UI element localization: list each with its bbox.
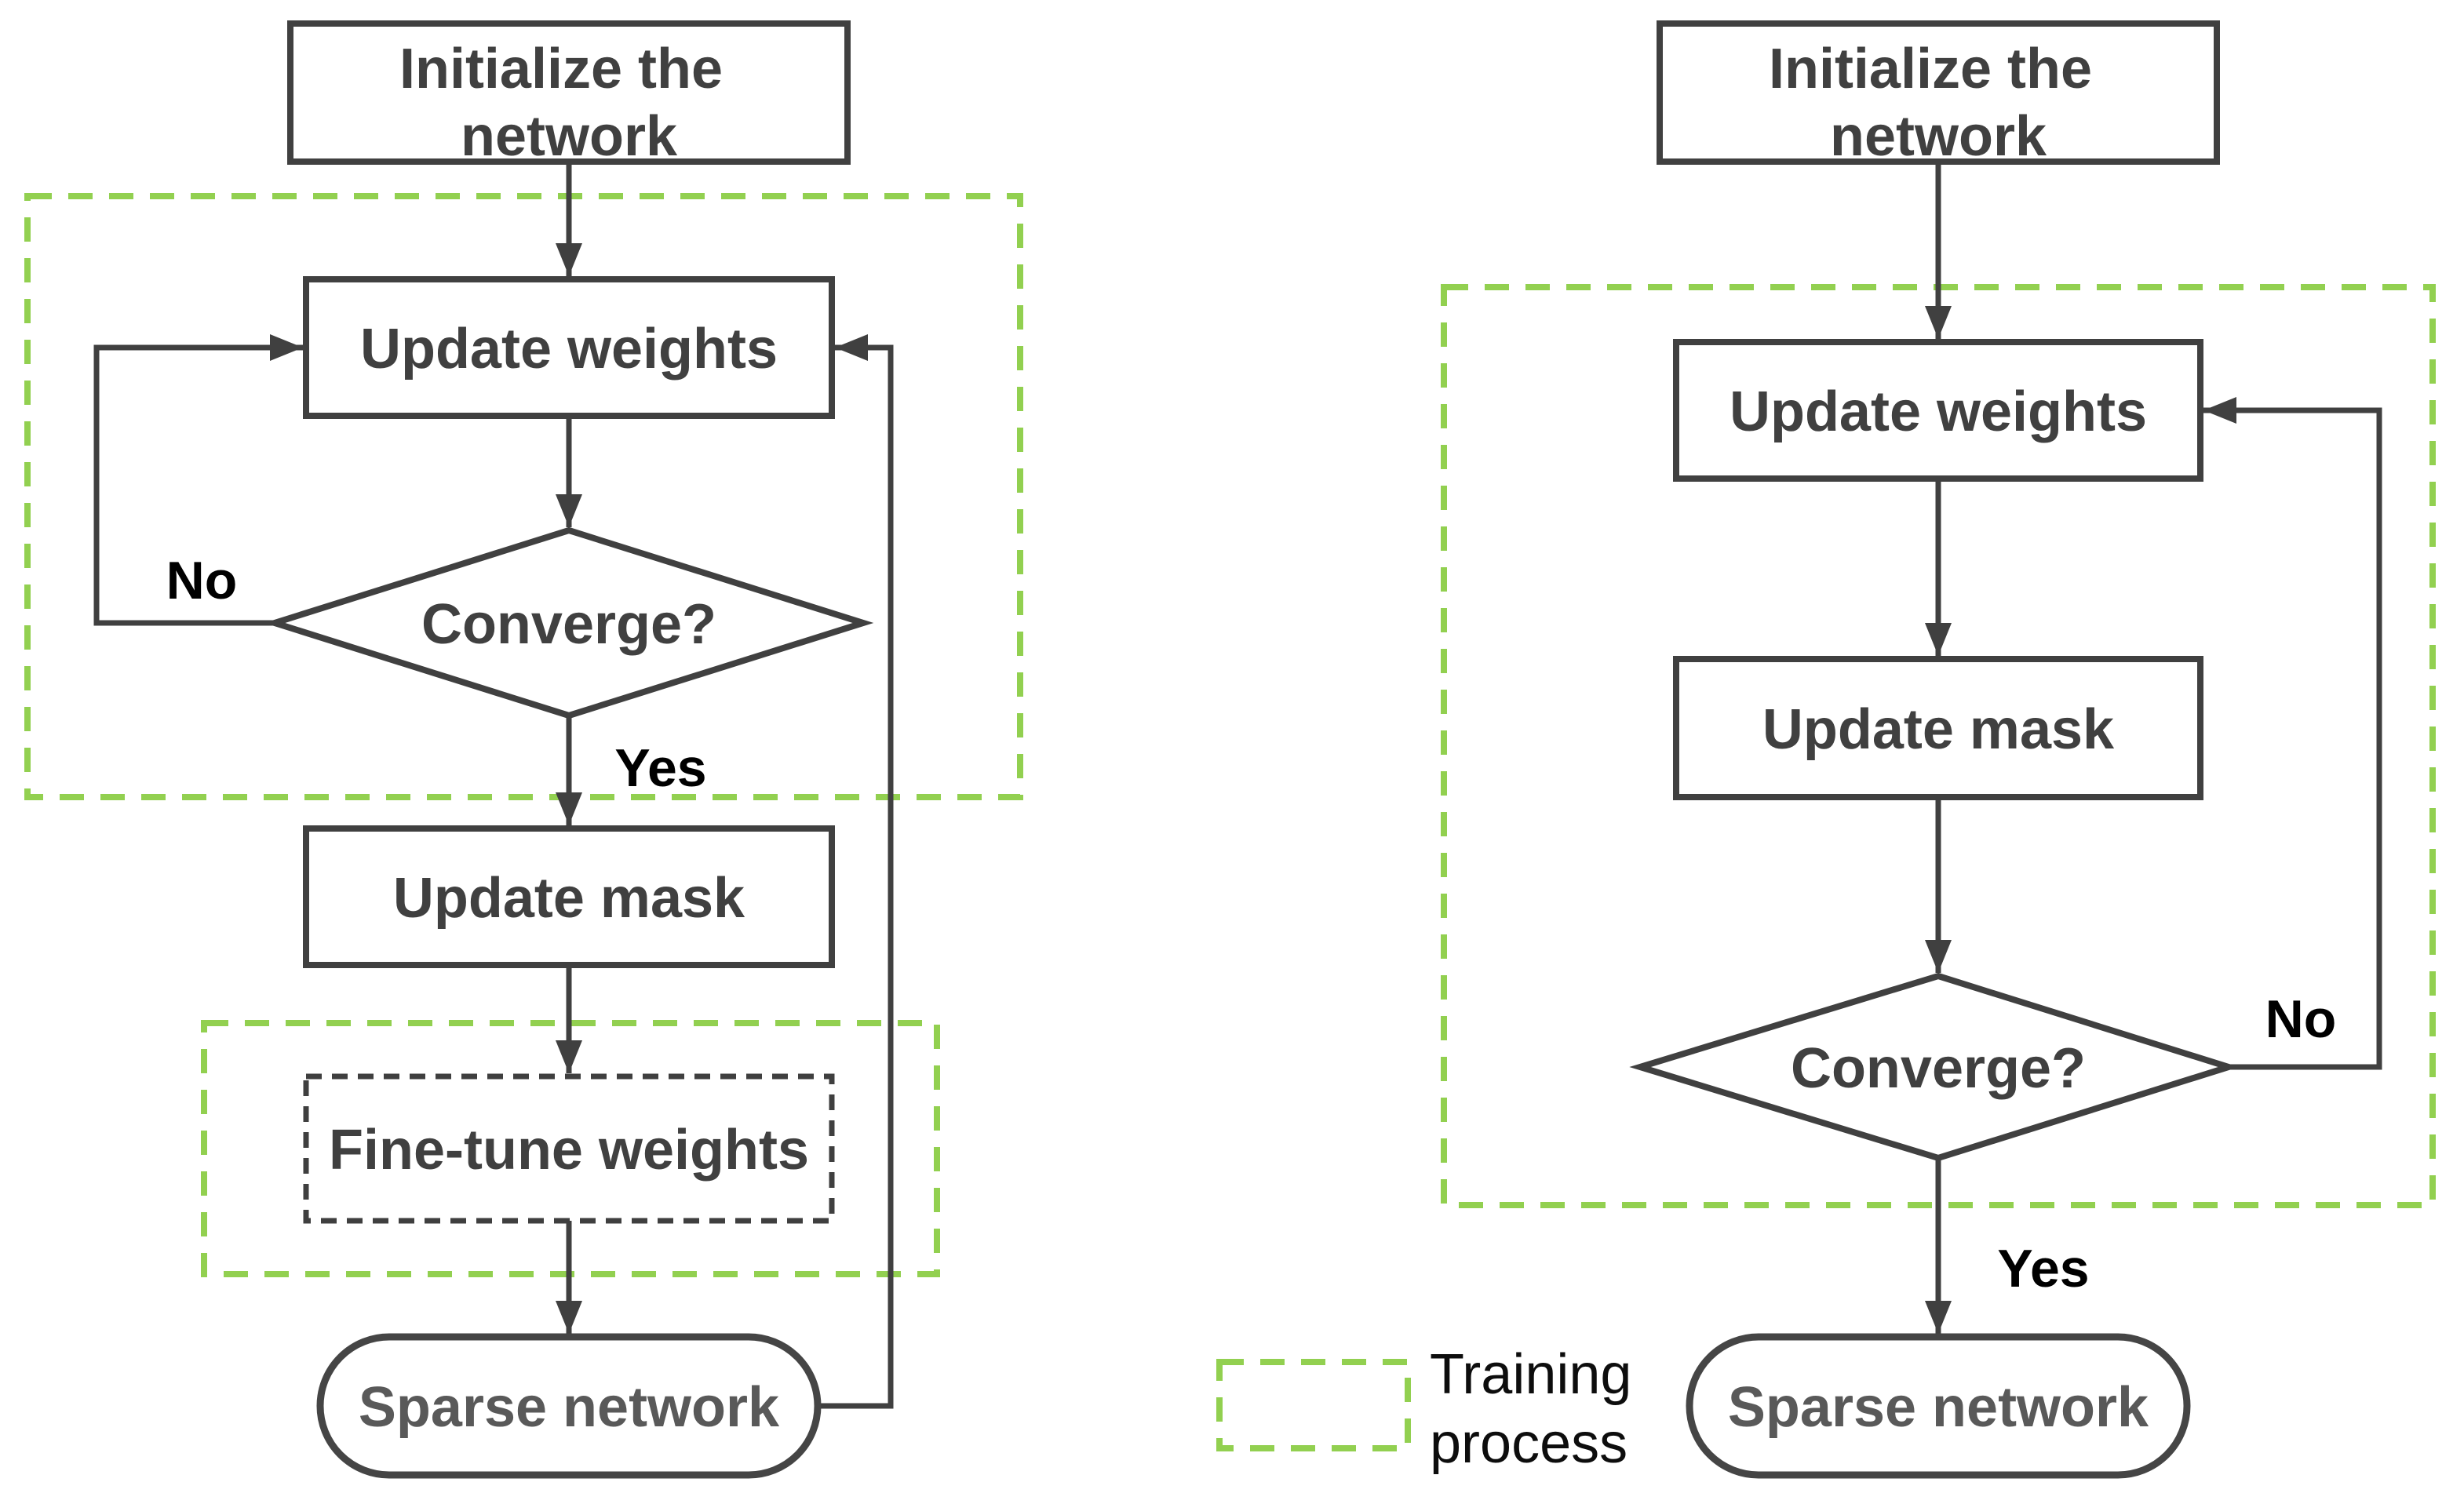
left-node-update-weights [303, 276, 835, 419]
edge-sparse-network-feedback-loop [818, 334, 894, 1409]
right-node-update-mask [1673, 656, 2203, 800]
left-edge-label-no: No [166, 551, 238, 610]
left-flowchart: Initialize the network Update weights Co… [24, 20, 1023, 1479]
right-node-initialize-network-label: Initialize the network [1769, 38, 2108, 168]
left-node-sparse-network-label: Sparse network [359, 1376, 780, 1439]
right-node-sparse-network [1686, 1333, 2191, 1479]
legend-training-process-swatch [1216, 1359, 1411, 1451]
left-edge-label-yes: Yes [614, 738, 706, 798]
left-node-converge-label: Converge? [421, 593, 716, 656]
edge-converge-no-loop [93, 334, 303, 626]
left-training-process-region [24, 193, 1023, 800]
left-node-sparse-network [316, 1333, 822, 1479]
left-node-fine-tune-weights [303, 1073, 835, 1224]
left-node-fine-tune-weights-label: Fine-tune weights [329, 1119, 809, 1182]
right-flowchart: Initialize the network Update weights Up… [1441, 20, 2436, 1479]
legend-training-process-label: Training process [1430, 1343, 1647, 1475]
right-node-update-weights-label: Update weights [1730, 381, 2147, 443]
left-node-update-mask [303, 825, 835, 968]
right-node-initialize-network [1657, 20, 2220, 165]
right-node-update-weights [1673, 339, 2203, 482]
legend: Training process [1216, 1343, 1647, 1475]
edge-converge-no-loop-right [2203, 397, 2382, 1070]
right-edge-label-yes: Yes [1997, 1239, 2089, 1298]
left-node-update-mask-label: Update mask [393, 867, 745, 930]
right-node-update-mask-label: Update mask [1762, 698, 2115, 761]
left-node-initialize-network-label: Initialize the network [399, 38, 738, 168]
right-node-converge-decision [1629, 972, 2240, 1162]
right-edge-label-no: No [2265, 989, 2337, 1049]
left-node-converge-decision [264, 526, 874, 719]
left-node-update-weights-label: Update weights [360, 318, 778, 381]
right-node-converge-label: Converge? [1791, 1037, 2086, 1100]
right-node-sparse-network-label: Sparse network [1728, 1376, 2149, 1439]
left-node-initialize-network [287, 20, 851, 165]
